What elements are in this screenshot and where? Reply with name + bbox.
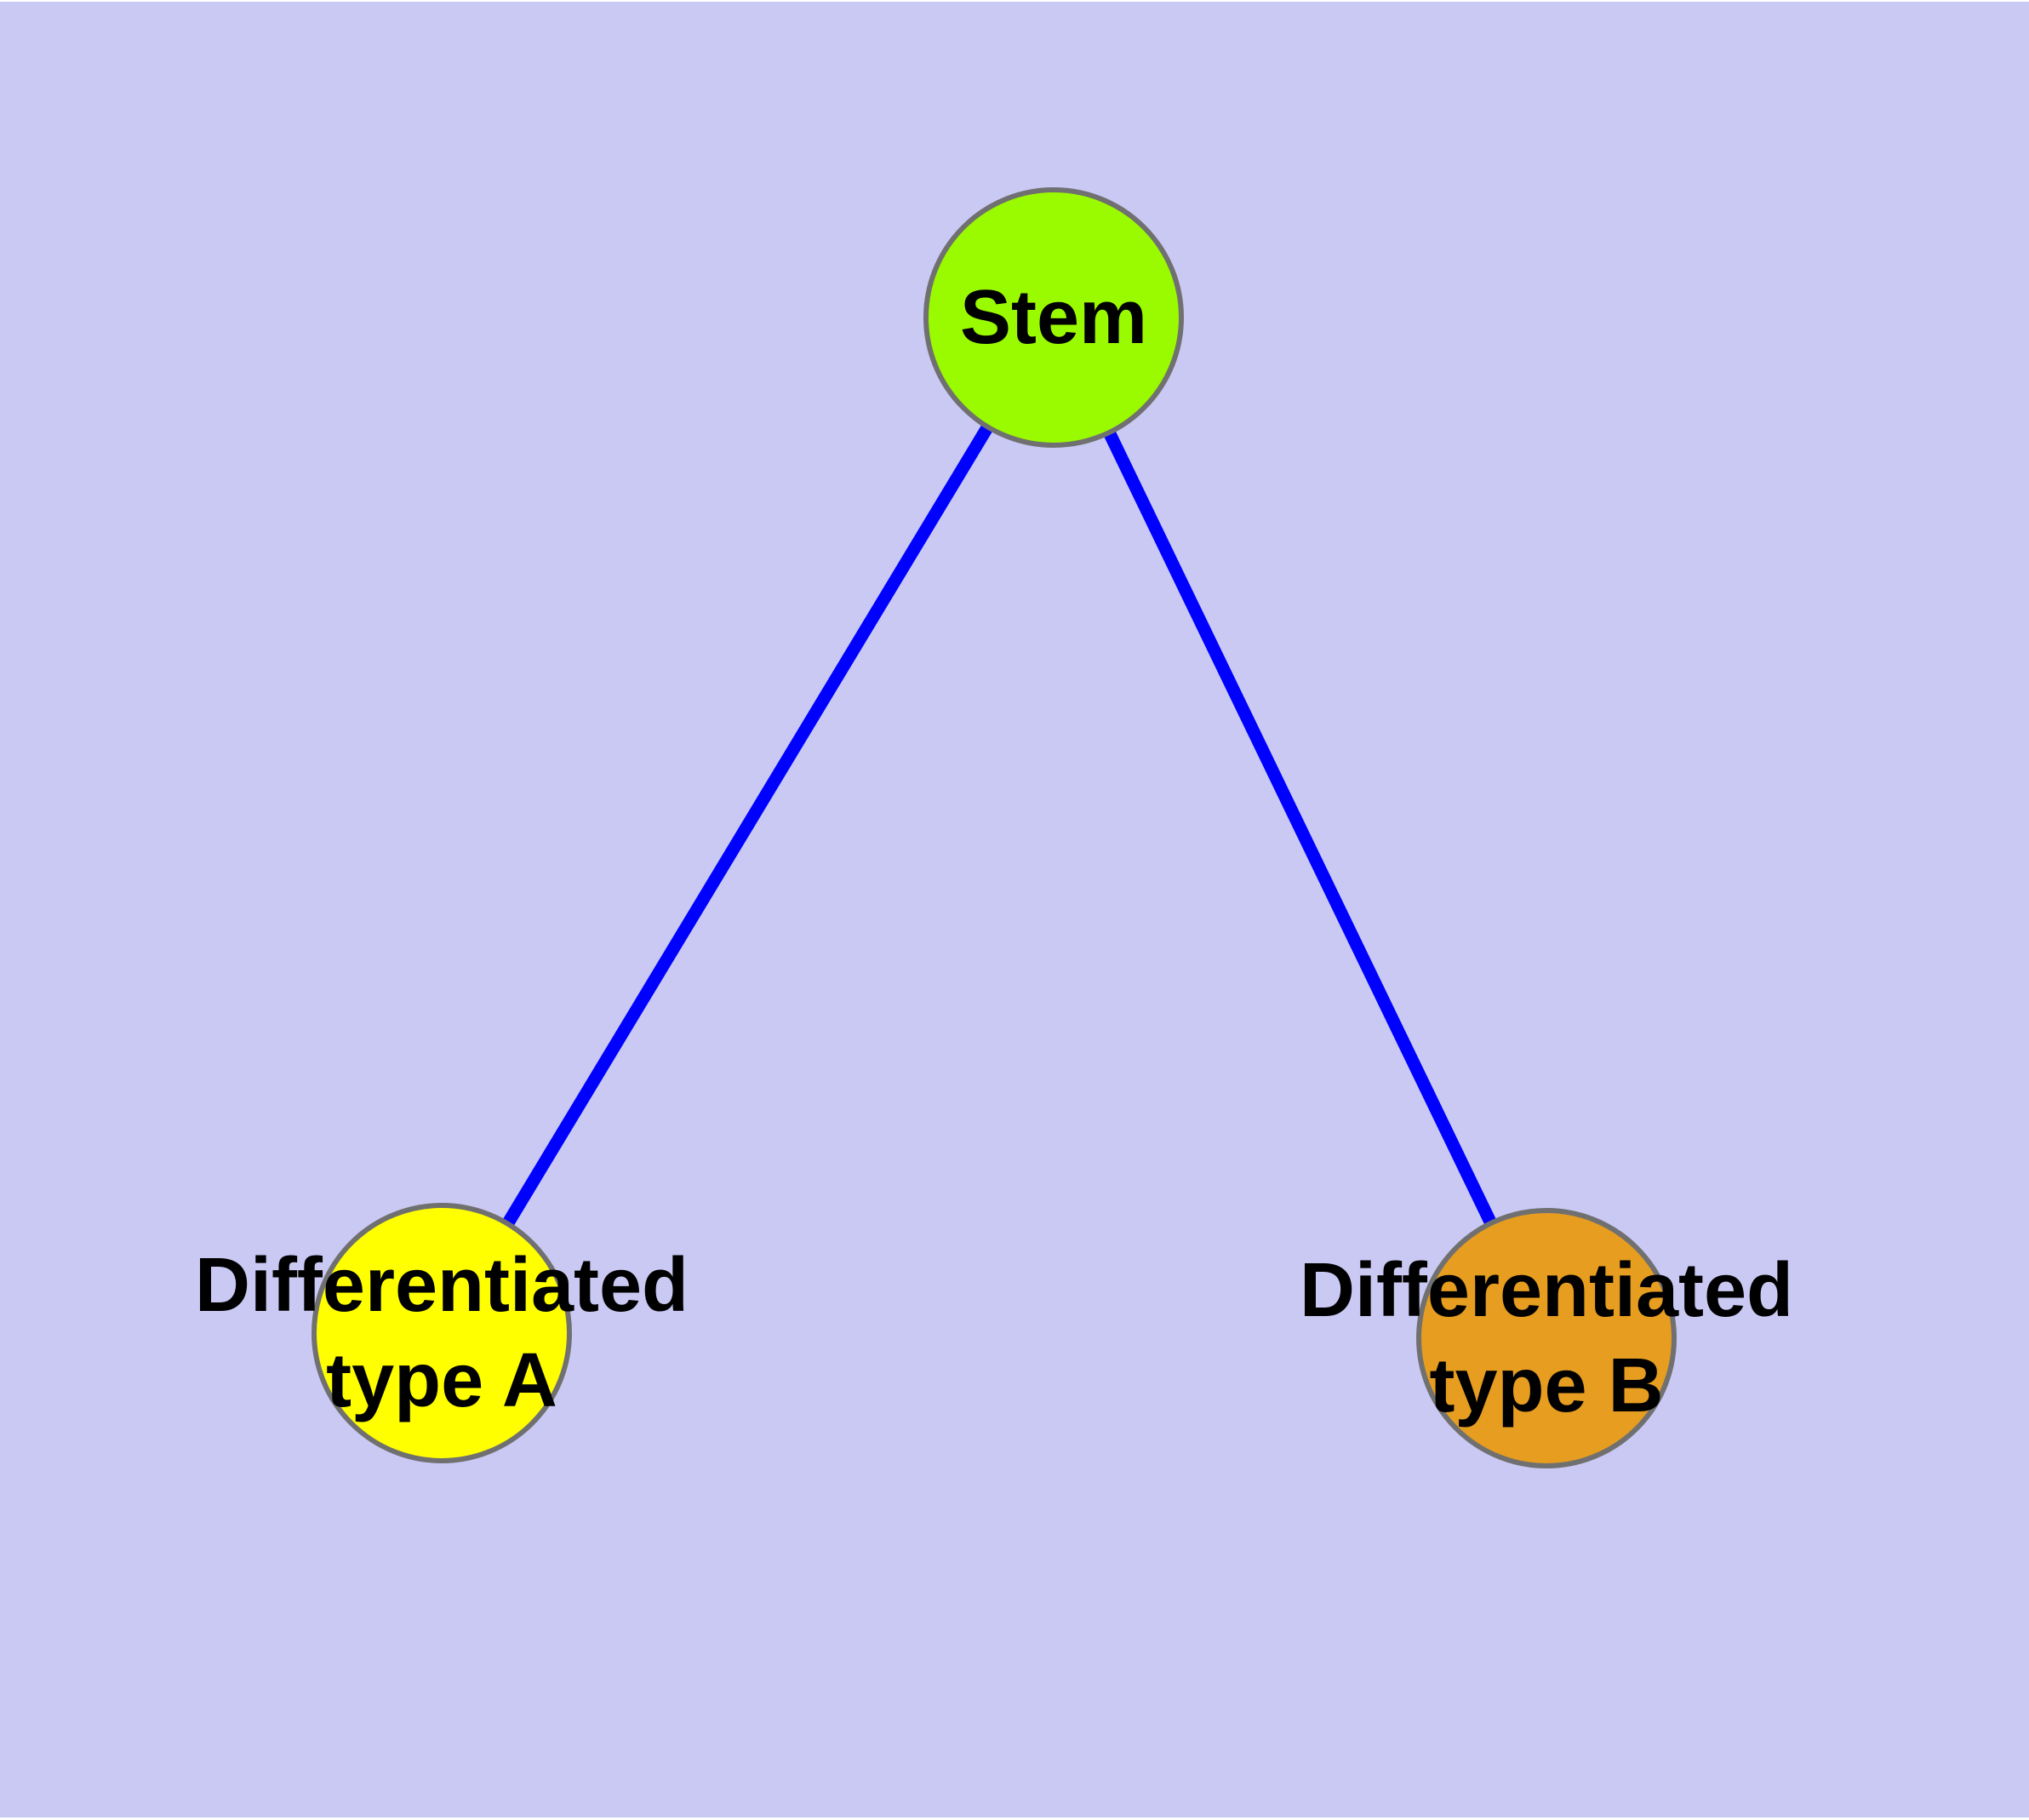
node-diff-type-a: Differentiated type A (195, 1203, 689, 1463)
node-diff-type-b-circle (1416, 1208, 1677, 1468)
node-diff-type-b-label-line-1: Differentiated (1300, 1248, 1793, 1333)
node-diff-type-b-label-line-2: type B (1429, 1343, 1663, 1428)
node-stem-label-line-1: Stem (960, 275, 1147, 360)
edge-stem-to-diff-type-a (436, 314, 1060, 1336)
node-diff-type-a-circle (311, 1203, 572, 1463)
node-stem-circle (923, 187, 1184, 448)
node-diff-type-b: Differentiated type B (1300, 1208, 1793, 1468)
edge-stem-to-diff-type-b (1048, 314, 1552, 1342)
node-diff-type-a-label-line-2: type A (326, 1338, 557, 1423)
node-diff-type-a-label-line-1: Differentiated (195, 1243, 689, 1328)
edges-layer (436, 314, 1552, 1342)
node-stem: Stem (923, 187, 1184, 448)
